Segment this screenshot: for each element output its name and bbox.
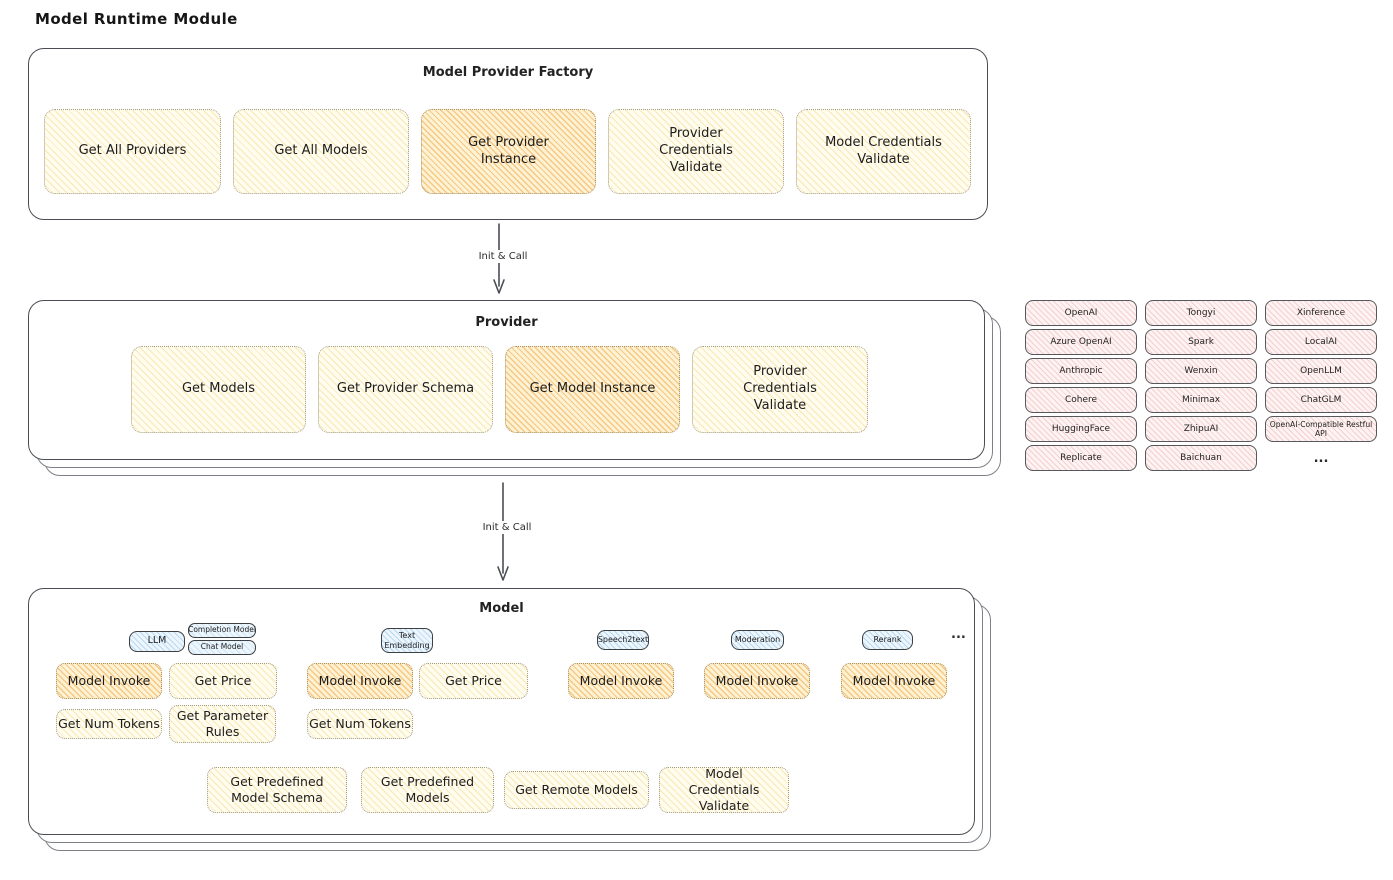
node-llm-get-num-tokens: Get Num Tokens	[56, 709, 162, 739]
model-panel-group: Model LLM Completion Model Chat Model Te…	[28, 588, 991, 851]
node-get-model-instance: Get Model Instance	[505, 346, 680, 433]
node-moderation-model-invoke: Model Invoke	[704, 663, 810, 699]
node-get-remote-models: Get Remote Models	[504, 771, 649, 809]
node-llm-get-price: Get Price	[169, 663, 277, 699]
provider-openai-compatible: OpenAI-Compatible Restful API	[1265, 416, 1377, 442]
provider-chatglm: ChatGLM	[1265, 387, 1377, 413]
node-llm-get-parameter-rules: Get Parameter Rules	[169, 705, 276, 743]
node-provider-credentials-validate-2: Provider Credentials Validate	[692, 346, 868, 433]
page-title: Model Runtime Module	[35, 10, 238, 28]
provider-cohere: Cohere	[1025, 387, 1137, 413]
provider-wenxin: Wenxin	[1145, 358, 1257, 384]
provider-title: Provider	[475, 315, 538, 330]
model-panel: Model LLM Completion Model Chat Model Te…	[28, 588, 975, 835]
tab-completion-model: Completion Model	[188, 623, 256, 638]
node-get-all-providers: Get All Providers	[44, 109, 221, 194]
provider-panel: Provider Get Models Get Provider Schema …	[28, 300, 985, 460]
provider-minimax: Minimax	[1145, 387, 1257, 413]
node-llm-model-invoke: Model Invoke	[56, 663, 162, 699]
node-model-credentials-validate: Model Credentials Validate	[796, 109, 971, 194]
node-te-get-price: Get Price	[419, 663, 528, 699]
model-title: Model	[479, 601, 524, 616]
provider-baichuan: Baichuan	[1145, 445, 1257, 471]
node-rerank-model-invoke: Model Invoke	[841, 663, 947, 699]
node-get-provider-instance: Get Provider Instance	[421, 109, 596, 194]
node-te-model-invoke: Model Invoke	[307, 663, 413, 699]
provider-list-grid: OpenAI Tongyi Xinference Azure OpenAI Sp…	[1025, 300, 1377, 471]
model-provider-factory-panel: Model Provider Factory Get All Providers…	[28, 48, 988, 220]
provider-zhipuai: ZhipuAI	[1145, 416, 1257, 442]
node-get-models: Get Models	[131, 346, 306, 433]
node-get-predefined-models: Get Predefined Models	[361, 767, 494, 813]
node-te-get-num-tokens: Get Num Tokens	[307, 709, 413, 739]
provider-anthropic: Anthropic	[1025, 358, 1137, 384]
factory-title: Model Provider Factory	[422, 65, 594, 80]
provider-tongyi: Tongyi	[1145, 300, 1257, 326]
provider-openllm: OpenLLM	[1265, 358, 1377, 384]
arrow-label-init-call-2: Init & Call	[466, 521, 548, 534]
arrow-label-init-call-1: Init & Call	[462, 250, 544, 263]
provider-azure-openai: Azure OpenAI	[1025, 329, 1137, 355]
node-model-credentials-validate-2: Model Credentials Validate	[659, 766, 789, 813]
tab-speech2text: Speech2text	[597, 630, 649, 650]
node-provider-credentials-validate: Provider Credentials Validate	[608, 109, 784, 194]
provider-openai: OpenAI	[1025, 300, 1137, 326]
node-get-all-models: Get All Models	[233, 109, 409, 194]
provider-panel-group: Provider Get Models Get Provider Schema …	[28, 300, 1001, 476]
node-s2t-model-invoke: Model Invoke	[568, 663, 674, 699]
provider-huggingface: HuggingFace	[1025, 416, 1137, 442]
node-get-predefined-model-schema: Get Predefined Model Schema	[207, 767, 347, 813]
tab-rerank: Rerank	[862, 630, 913, 650]
provider-localai: LocalAI	[1265, 329, 1377, 355]
provider-replicate: Replicate	[1025, 445, 1137, 471]
tab-chat-model: Chat Model	[188, 640, 256, 655]
provider-more-ellipsis: ...	[1313, 450, 1329, 466]
tab-text-embedding: Text Embedding	[381, 628, 433, 653]
tab-moderation: Moderation	[731, 630, 784, 650]
provider-xinference: Xinference	[1265, 300, 1377, 326]
tab-more-ellipsis: ...	[951, 627, 966, 642]
provider-spark: Spark	[1145, 329, 1257, 355]
tab-llm: LLM	[129, 631, 185, 652]
node-get-provider-schema: Get Provider Schema	[318, 346, 493, 433]
